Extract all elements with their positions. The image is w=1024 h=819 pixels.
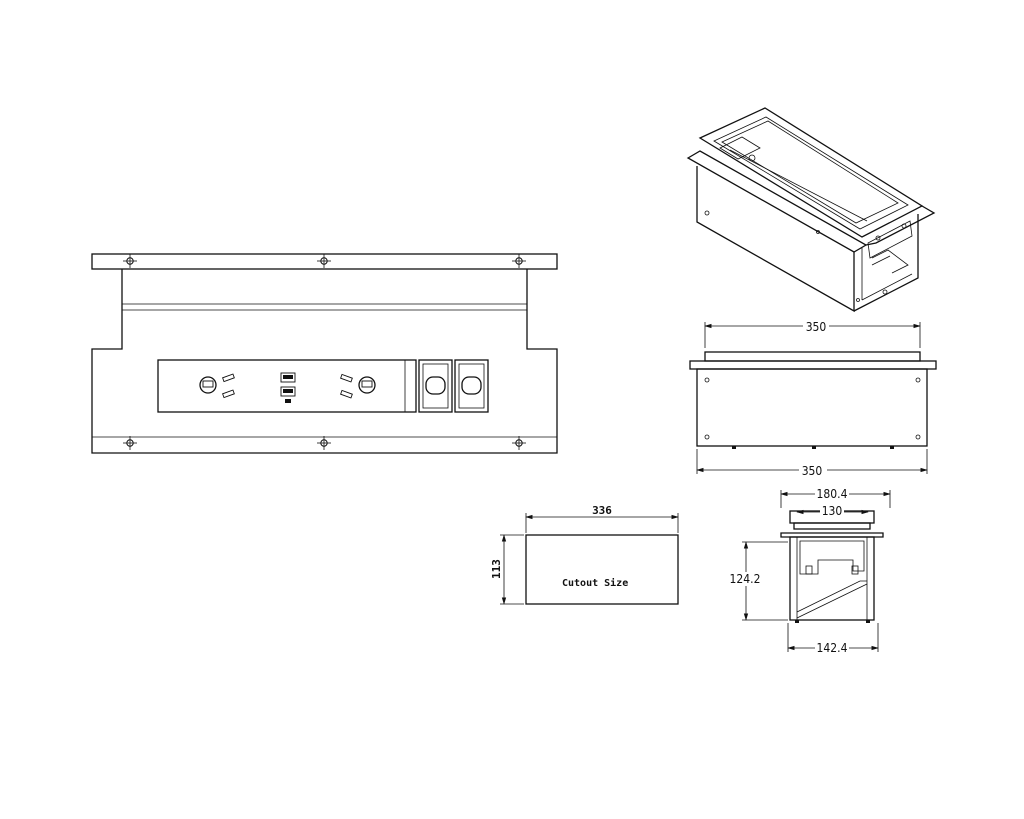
dimension-130: 130 bbox=[822, 504, 843, 518]
dimension-336: 336 bbox=[592, 504, 612, 517]
dimension-142-4: 142.4 bbox=[817, 641, 848, 655]
long-side-elevation: 350 350 bbox=[689, 318, 937, 478]
end-view: 180.4 130 124.2 142.4 bbox=[728, 487, 891, 655]
cutout-size-label: Cutout Size bbox=[562, 577, 628, 589]
front-view bbox=[91, 253, 558, 454]
dimension-124-2: 124.2 bbox=[730, 572, 761, 586]
mounting-hole bbox=[511, 253, 527, 269]
isometric-view bbox=[686, 107, 936, 313]
dimension-350-bottom: 350 bbox=[802, 464, 823, 478]
mounting-hole bbox=[316, 435, 332, 451]
dimension-180-4: 180.4 bbox=[817, 487, 848, 501]
mounting-hole bbox=[316, 253, 332, 269]
cutout-view: 336 113 Cutout Size bbox=[490, 504, 679, 605]
power-module-panel bbox=[157, 359, 417, 413]
dimension-350-top: 350 bbox=[806, 320, 827, 334]
cutout-outline bbox=[525, 534, 679, 605]
data-module bbox=[418, 359, 453, 413]
dimension-113: 113 bbox=[490, 559, 503, 579]
power-outlet-icon bbox=[199, 373, 235, 399]
usb-port-icon bbox=[280, 372, 296, 403]
mounting-hole bbox=[122, 253, 138, 269]
mounting-hole bbox=[511, 435, 527, 451]
mounting-hole bbox=[122, 435, 138, 451]
power-outlet-icon bbox=[340, 373, 376, 399]
data-module bbox=[454, 359, 489, 413]
